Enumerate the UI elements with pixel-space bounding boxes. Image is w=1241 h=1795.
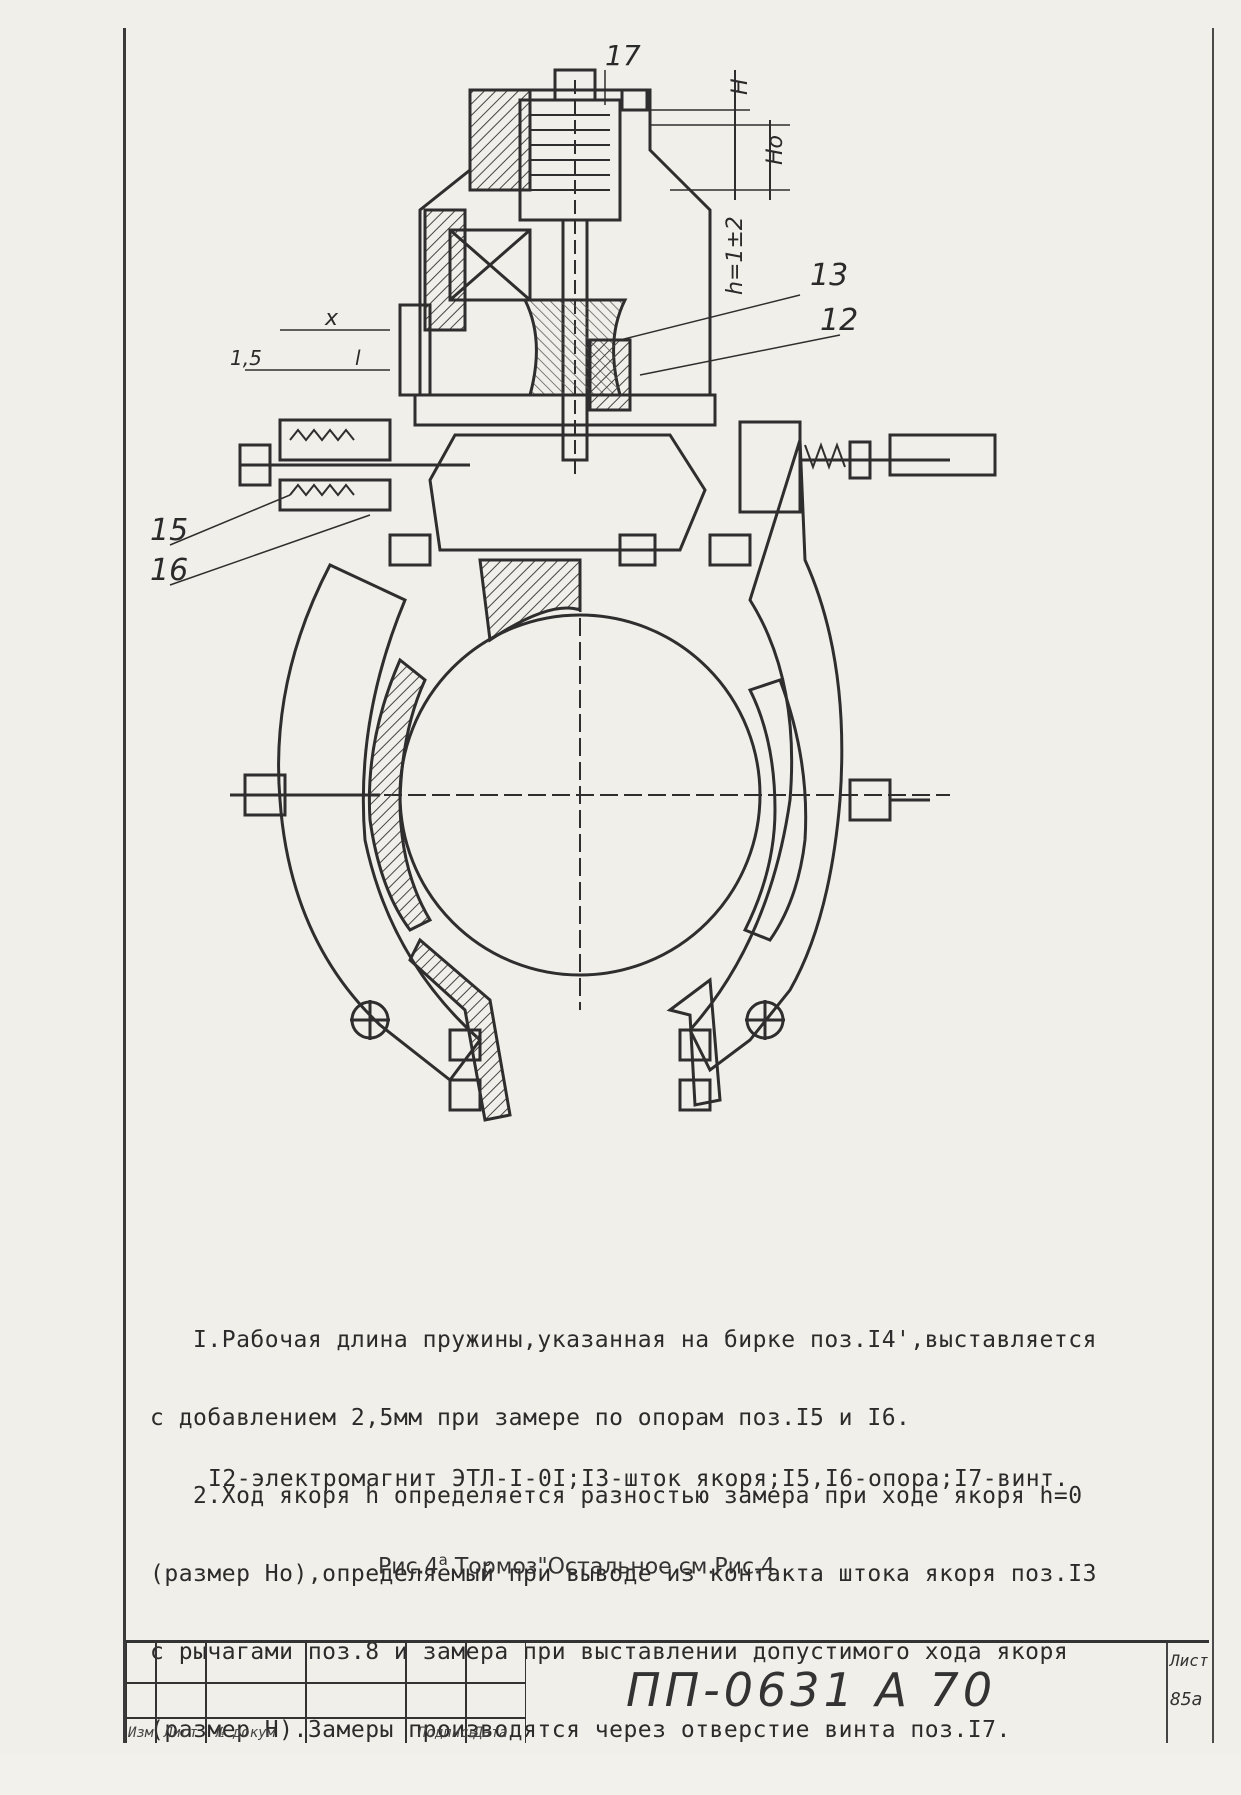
support-15 — [278, 418, 392, 462]
lever-body — [428, 433, 707, 552]
right-nut — [848, 440, 872, 480]
magnet-base — [413, 393, 717, 427]
right-lower-nut-1 — [678, 1028, 712, 1062]
note-line: (размер Hо),определяемый при выводе из к… — [150, 1561, 1097, 1587]
left-side-bolt — [243, 773, 287, 817]
mid-nut-left — [388, 533, 432, 567]
sheet-label: Лист — [1170, 1651, 1209, 1670]
left-lower-nut-1 — [448, 1028, 482, 1062]
right-lower-shoe — [666, 977, 722, 1107]
tb-col-list: Лист — [164, 1725, 198, 1741]
coil-box — [448, 228, 532, 302]
label-dim-Ho: Ho — [763, 135, 788, 165]
left-nut — [238, 443, 272, 487]
label-pos-17: 17 — [605, 40, 641, 72]
note-line: 2.Ход якоря h определяется разностью зам… — [150, 1483, 1083, 1509]
note-line: с добавлением 2,5мм при замере по опорам… — [150, 1405, 911, 1431]
sheet-frame — [123, 28, 1214, 1743]
label-dim-H: H — [728, 78, 753, 95]
title-block-grid — [126, 1643, 526, 1743]
label-dim-x: x — [324, 306, 339, 331]
label-pos-15: 15 — [150, 513, 188, 548]
title-block: Изм Лист № докум Подпись Дата ПП-0631 А … — [126, 1640, 1209, 1746]
tb-col-sign: Подпись — [418, 1725, 478, 1741]
label-pos-13: 13 — [810, 258, 848, 293]
label-pos-12: 12 — [820, 303, 858, 338]
brake-drawing: 17 13 12 15 16 H Ho h=1±2 x 1,5 l — [150, 40, 997, 1122]
right-rod-end — [888, 433, 997, 477]
notes-block: I.Рабочая длина пружины,указанная на бир… — [150, 1275, 1190, 1795]
sheet-cell — [1166, 1643, 1211, 1743]
electromagnet-housing — [418, 88, 712, 397]
label-pos-16: 16 — [150, 553, 188, 588]
label-dim-l: l — [355, 346, 361, 370]
right-spring — [804, 442, 846, 470]
parts-legend: I2-электромагнит ЭТЛ-I-0I;I3-шток якоря;… — [208, 1466, 1069, 1492]
right-brake-arm — [688, 439, 844, 1073]
note-line: (размер H).Замеры производятся через отв… — [150, 1717, 1011, 1743]
left-lower-nut-2 — [448, 1078, 482, 1112]
nut-top — [620, 88, 649, 112]
figure-caption: Рис.4а Тормоз"Остальное см.Рис.4 — [378, 1551, 775, 1579]
label-dim-h: h=1±2 — [723, 216, 748, 295]
support-16 — [278, 478, 392, 512]
caption-superscript: а — [438, 1551, 448, 1569]
left-lower-shoe — [408, 937, 512, 1122]
document-code: ПП-0631 А 70 — [626, 1663, 997, 1717]
right-brake-shoe — [742, 678, 808, 942]
stem-guide — [588, 338, 632, 412]
caption-prefix: Рис.4 — [378, 1554, 439, 1580]
spring-coils — [530, 114, 610, 191]
mid-nut-far — [708, 533, 752, 567]
document-sheet: 17 13 12 15 16 H Ho h=1±2 x 1,5 l I.Рабо… — [123, 28, 1214, 1746]
tb-col-date: Дата — [474, 1725, 508, 1741]
right-side-bolt — [848, 778, 892, 822]
note-line: с рычагами поз.8 и замера при выставлени… — [150, 1639, 1069, 1665]
tb-col-izm: Изм — [128, 1725, 154, 1741]
sheet-number: 85а — [1170, 1689, 1203, 1710]
lever-hatch — [478, 558, 582, 643]
label-dim-1-5: 1,5 — [230, 346, 262, 370]
caption-rest: Тормоз"Остальное см.Рис.4 — [447, 1554, 776, 1580]
right-lower-nut-2 — [678, 1078, 712, 1112]
side-bracket — [398, 303, 432, 397]
left-brake-shoe — [367, 657, 433, 932]
tb-col-doc: № докум — [216, 1725, 276, 1741]
note-line: I.Рабочая длина пружины,указанная на бир… — [150, 1327, 1097, 1353]
mid-nut-right — [618, 533, 657, 567]
